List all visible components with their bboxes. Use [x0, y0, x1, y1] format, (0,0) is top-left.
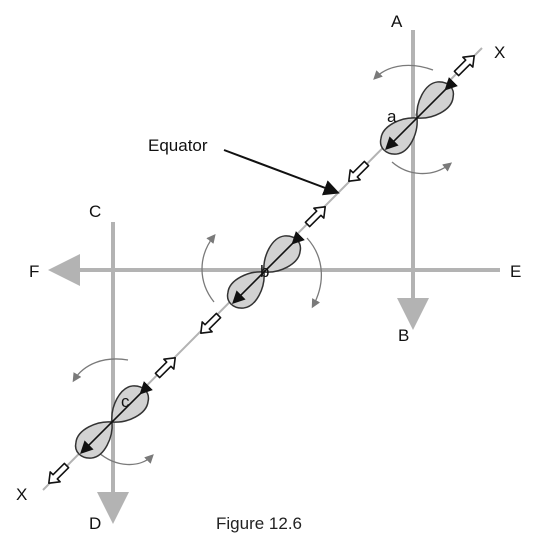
label-x-bottom: X	[16, 485, 27, 504]
label-d-axis: D	[89, 514, 101, 533]
label-point-b: b	[260, 262, 269, 281]
label-point-c: c	[121, 392, 130, 411]
label-b-axis: B	[398, 326, 409, 345]
label-e-axis: E	[510, 262, 521, 281]
equator-pointer	[224, 150, 336, 192]
label-f-axis: F	[29, 262, 39, 281]
figure-caption: Figure 12.6	[216, 514, 302, 533]
hollow-arrow-b-lower	[196, 311, 224, 339]
label-point-a: a	[387, 107, 397, 126]
label-equator: Equator	[148, 136, 208, 155]
label-x-top: X	[494, 43, 505, 62]
label-c-axis: C	[89, 202, 101, 221]
label-a-axis: A	[391, 12, 403, 31]
